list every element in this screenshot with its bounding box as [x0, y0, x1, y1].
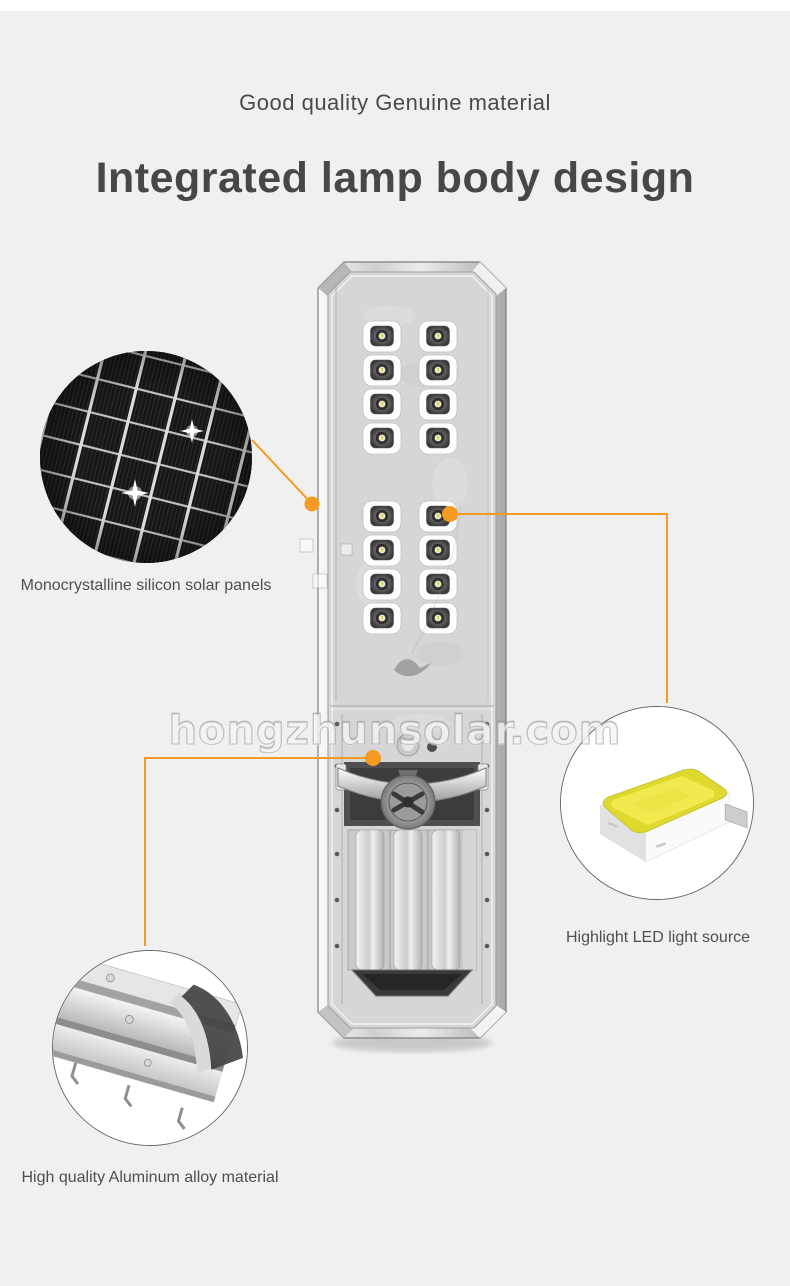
light-sensor	[396, 733, 437, 757]
led-photo	[560, 706, 754, 900]
solar-panel-graphic	[40, 351, 252, 563]
heat-sink-ribs	[347, 829, 477, 971]
connector-line-solar	[251, 439, 313, 505]
bottom-inset	[350, 969, 474, 997]
page-subtitle: Good quality Genuine material	[239, 90, 551, 115]
mounting-bracket	[335, 762, 489, 830]
callout-label-solar: Monocrystalline silicon solar panels	[20, 577, 272, 594]
street-lamp-image	[317, 261, 507, 1052]
aluminum-body-photo	[52, 950, 248, 1146]
callout-label-aluminum: High quality Aluminum alloy material	[21, 1169, 279, 1186]
page-title: Integrated lamp body design	[95, 154, 695, 202]
top-white-strip	[0, 0, 790, 11]
callout-label-led: Highlight LED light source	[565, 929, 751, 946]
solar-panel-photo	[40, 351, 252, 563]
led-chip-graphic	[561, 707, 753, 899]
aluminum-profile-graphic	[53, 951, 247, 1145]
